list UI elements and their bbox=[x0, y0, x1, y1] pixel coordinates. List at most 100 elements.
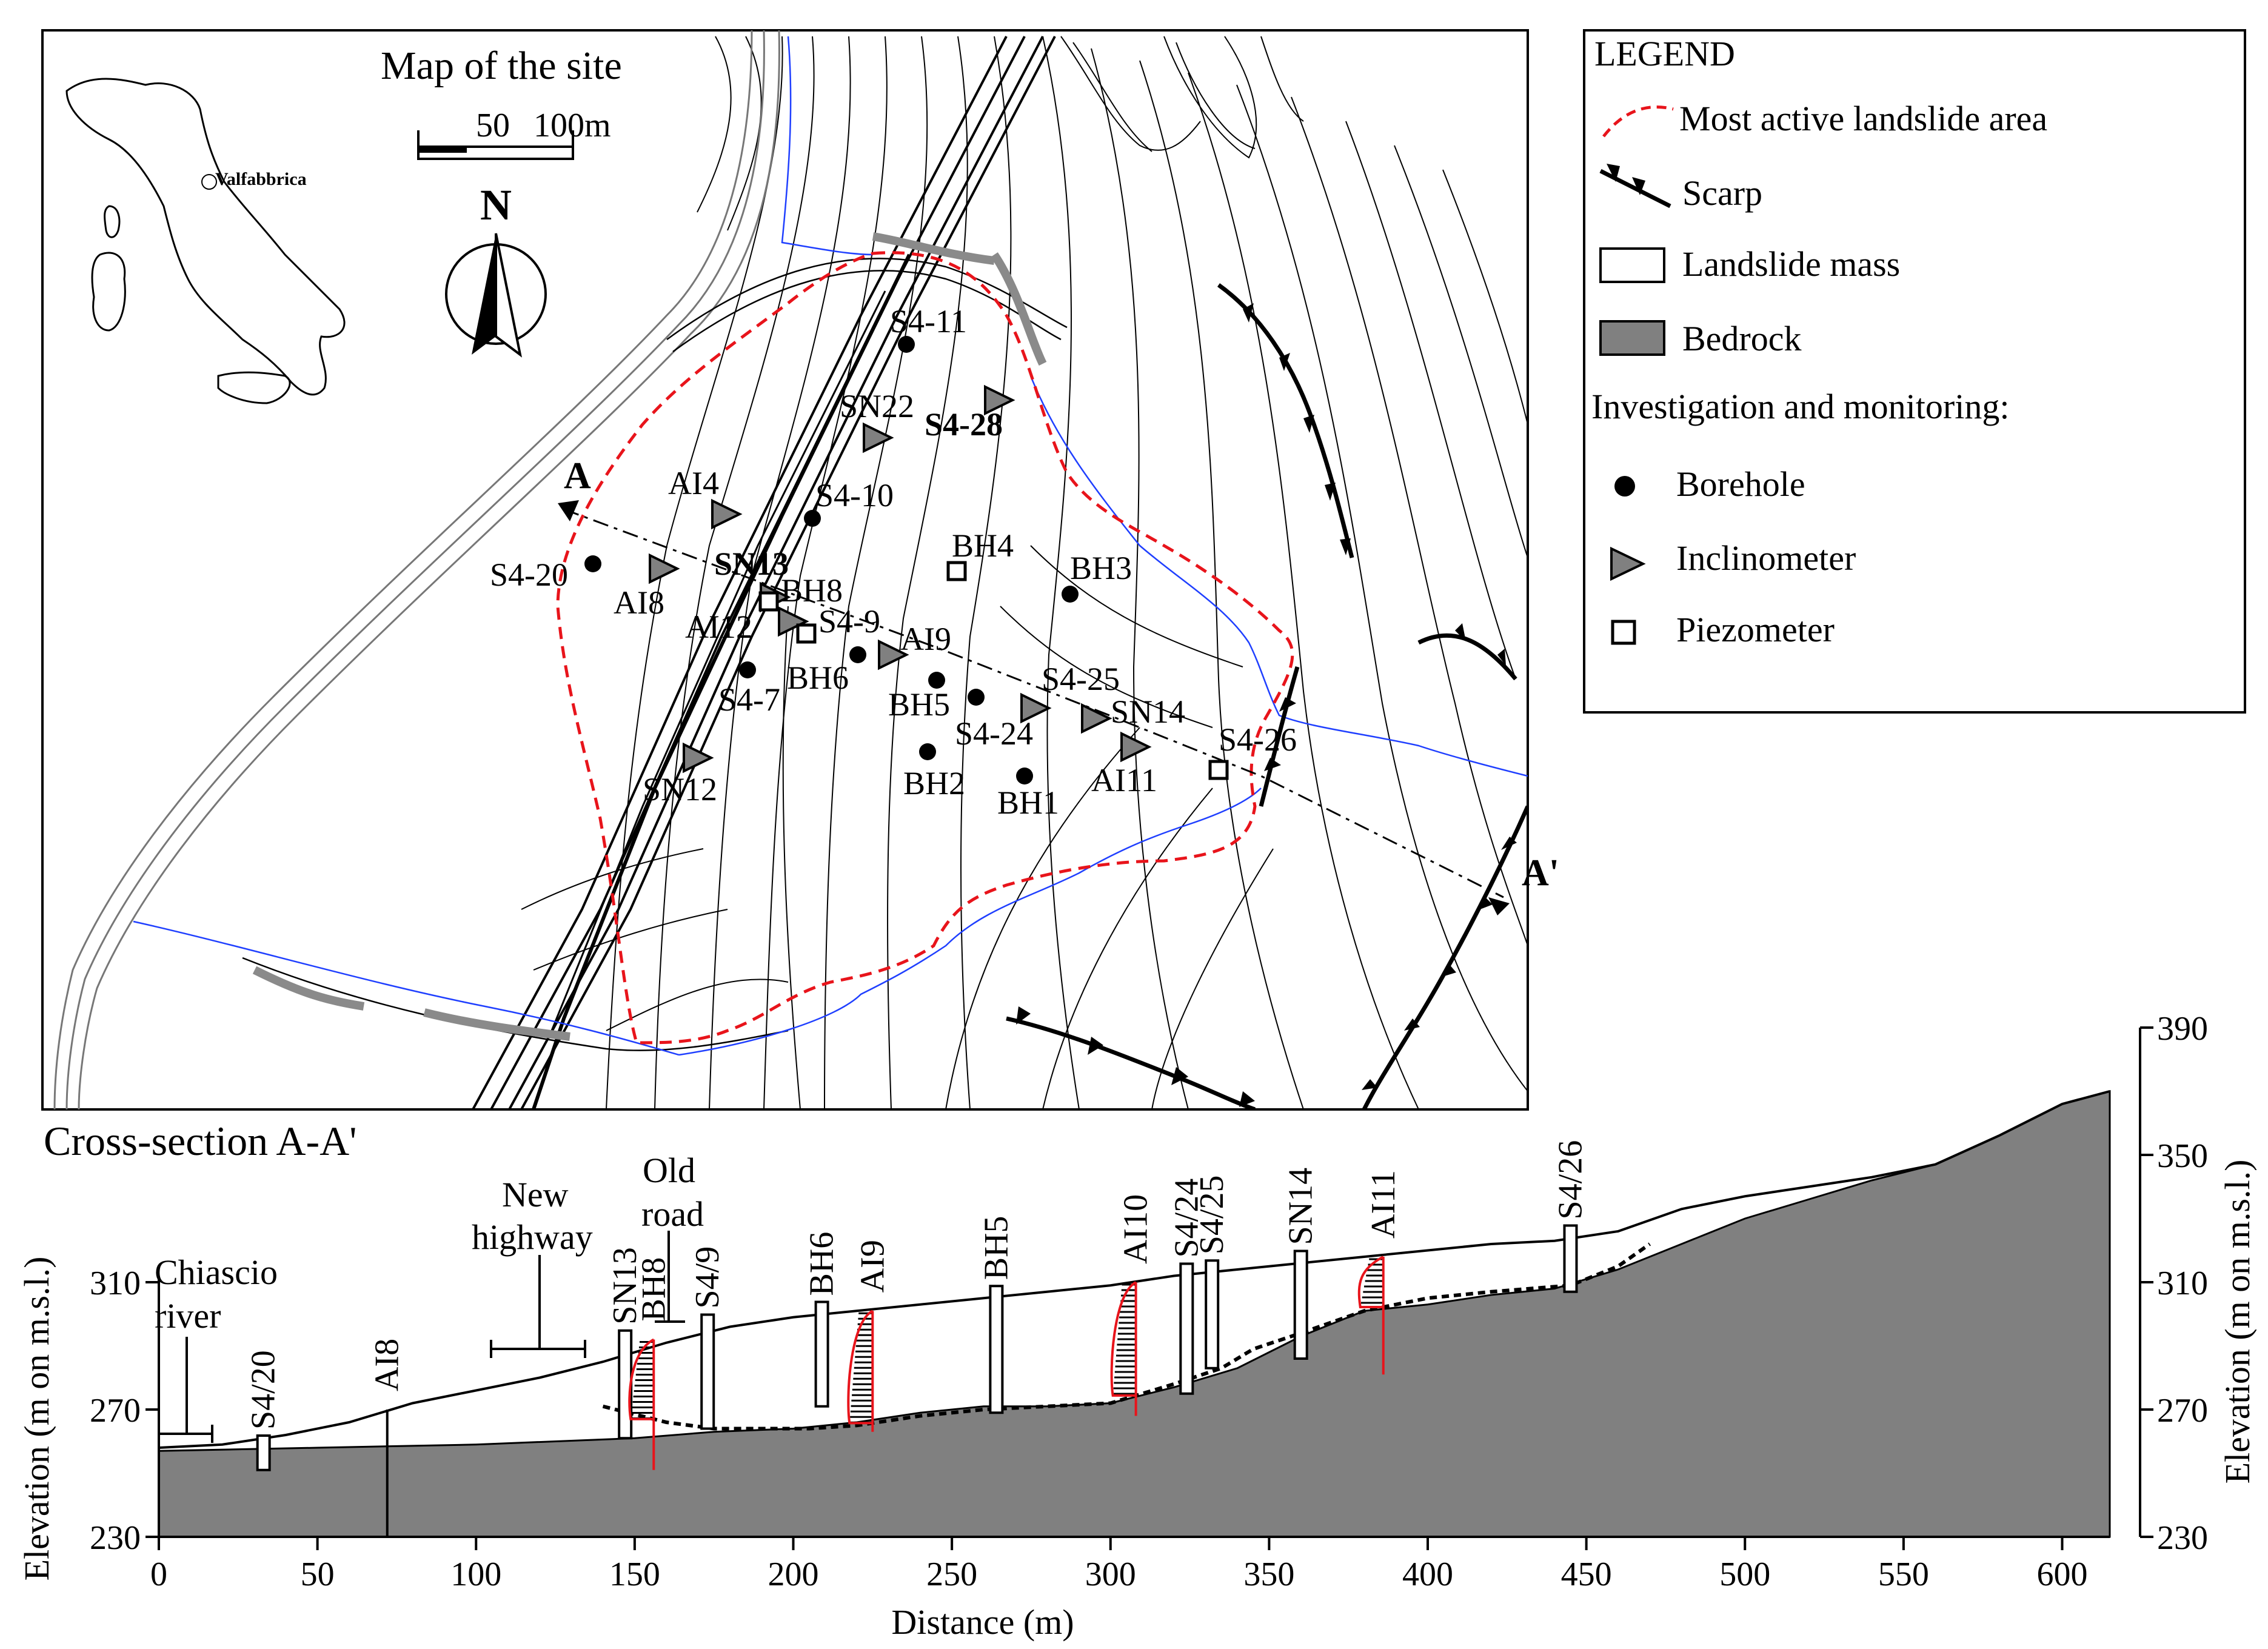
inclinometer-marker-icon bbox=[1120, 731, 1152, 763]
section-end-marker-icon bbox=[1488, 897, 1510, 915]
y-tick-label-right: 310 bbox=[2157, 1265, 2208, 1302]
piezometer-marker-icon bbox=[796, 623, 817, 644]
sicily-icon bbox=[217, 371, 291, 404]
scale-bar: 50 100m bbox=[417, 107, 611, 160]
x-tick-label: 50 bbox=[301, 1556, 335, 1593]
section-instrument-label: S4/24 bbox=[1168, 1179, 1205, 1258]
section-piezometer-tube bbox=[1563, 1224, 1578, 1293]
highway bbox=[472, 36, 1056, 1109]
y-tick-label-right: 230 bbox=[2157, 1519, 2208, 1557]
piezometer-label: S4-9 bbox=[818, 603, 880, 640]
inclinometer-marker-icon bbox=[711, 498, 743, 530]
inset-label-valfabbrica: Valfabbrica bbox=[215, 169, 307, 189]
legend-item-bedrock: Bedrock bbox=[1682, 319, 1802, 358]
section-instrument-label: BH8 bbox=[635, 1257, 672, 1322]
inclinometer-label: S4-25 bbox=[1042, 661, 1120, 697]
borehole-marker-icon bbox=[968, 689, 985, 706]
section-instrument-label: AI8 bbox=[369, 1339, 406, 1391]
borehole-label: BH1 bbox=[997, 784, 1059, 821]
borehole-label: S4-11 bbox=[890, 303, 967, 340]
x-tick-label: 350 bbox=[1243, 1556, 1294, 1593]
borehole-label: BH6 bbox=[787, 660, 849, 696]
river-label-line1: Chiascio bbox=[155, 1253, 278, 1292]
inclinometer-label: AI11 bbox=[1091, 762, 1157, 798]
inclinometer-label: S4-28 bbox=[925, 406, 1003, 443]
inclinometer-label: SN13 bbox=[714, 546, 789, 582]
highway-label-line1: New bbox=[502, 1175, 569, 1214]
old-road-label-line1: Old bbox=[643, 1151, 695, 1190]
displacement-profile bbox=[847, 1310, 874, 1425]
north-arrow-icon: N bbox=[445, 181, 547, 358]
displacement-profile bbox=[1357, 1256, 1384, 1308]
site-location-icon bbox=[201, 174, 217, 190]
displacement-profile bbox=[1110, 1281, 1137, 1397]
section-annotations: Chiascio river New highway Old road bbox=[155, 1151, 704, 1443]
y-tick-label-right: 270 bbox=[2157, 1392, 2208, 1430]
piezometer-label: BH8 bbox=[781, 572, 843, 609]
x-tick-label: 400 bbox=[1402, 1556, 1453, 1593]
streams bbox=[133, 36, 1528, 1056]
borehole-label: S4-20 bbox=[490, 557, 568, 593]
piezometer-label: S4-26 bbox=[1219, 721, 1297, 758]
red-dashed-line-icon bbox=[1602, 105, 1674, 138]
map-panel: Map of the site 50 100m N Valfabbrica bbox=[41, 29, 1559, 1111]
inclinometer-label: SN22 bbox=[840, 388, 914, 424]
borehole-label: S4-24 bbox=[955, 715, 1033, 752]
borehole-label: BH2 bbox=[903, 765, 965, 801]
inclinometer-marker-icon bbox=[1020, 692, 1052, 724]
borehole-label: S4-10 bbox=[815, 477, 894, 513]
borehole-label: BH3 bbox=[1070, 550, 1132, 586]
italy-outline-icon bbox=[65, 78, 346, 396]
x-axis-label: Distance (m) bbox=[891, 1602, 1074, 1642]
y-axis-label-left: Elevation (m on m.s.l.) bbox=[17, 1257, 56, 1581]
legend-item-landslide-mass: Landslide mass bbox=[1682, 244, 1900, 284]
section-instrument-label: S4/25 bbox=[1193, 1176, 1231, 1255]
section-piezometer-tube bbox=[700, 1313, 715, 1430]
borehole-marker-icon bbox=[739, 661, 756, 678]
contour-lines bbox=[521, 36, 1528, 1109]
y-tick-label-right: 350 bbox=[2157, 1137, 2208, 1175]
map-content bbox=[53, 30, 1528, 1109]
italy-inset bbox=[65, 78, 346, 404]
river-strip bbox=[53, 30, 780, 1109]
scarps bbox=[1006, 283, 1528, 1109]
section-title: Cross-section A-A' bbox=[44, 1118, 357, 1164]
scale-label-50: 50 bbox=[476, 107, 510, 144]
inclinometer-label: AI9 bbox=[900, 621, 951, 657]
borehole-marker-icon bbox=[849, 646, 866, 663]
y-tick-label-left: 270 bbox=[90, 1392, 141, 1430]
borehole-marker-icon bbox=[928, 672, 945, 689]
legend-item-borehole: Borehole bbox=[1676, 464, 1805, 504]
x-tick-label: 100 bbox=[450, 1556, 501, 1593]
gray-road-segments bbox=[252, 232, 1047, 1041]
landslide-boundary bbox=[556, 251, 1294, 1045]
inclinometer-marker-icon bbox=[778, 606, 809, 637]
x-tick-label: 200 bbox=[768, 1556, 819, 1593]
corsica-icon bbox=[104, 205, 121, 238]
section-start-marker-icon bbox=[558, 500, 579, 521]
hollow-square-icon bbox=[1611, 620, 1636, 645]
inclinometer-marker-icon bbox=[649, 553, 680, 584]
white-box-icon bbox=[1599, 247, 1665, 283]
scarp-line-icon bbox=[1599, 164, 1671, 209]
legend-item-piezometer: Piezometer bbox=[1676, 610, 1835, 649]
section-instrument-label: AI10 bbox=[1117, 1194, 1155, 1264]
borehole-marker-icon bbox=[919, 743, 936, 760]
section-piezometer-tube bbox=[814, 1300, 829, 1408]
section-piezometer-tube bbox=[256, 1434, 271, 1471]
piezometer-marker-icon bbox=[1208, 760, 1229, 780]
scale-label-100m: 100m bbox=[534, 107, 611, 144]
inclinometer-marker-icon bbox=[683, 742, 714, 774]
x-tick-label: 500 bbox=[1719, 1556, 1770, 1593]
section-piezometer-tube bbox=[1205, 1259, 1220, 1370]
section-start-label: A bbox=[564, 455, 591, 497]
legend-item-scarp: Scarp bbox=[1682, 173, 1762, 213]
y-axis-label-right: Elevation (m on m.s.l.) bbox=[2218, 1160, 2257, 1484]
old-road-label-line2: road bbox=[641, 1194, 704, 1234]
river-label-line2: river bbox=[155, 1296, 221, 1336]
inclinometer-label: SN12 bbox=[643, 771, 717, 808]
borehole-marker-icon bbox=[1062, 586, 1079, 603]
slip-surface-line bbox=[602, 1242, 1651, 1431]
gray-triangle-icon bbox=[1610, 546, 1646, 581]
